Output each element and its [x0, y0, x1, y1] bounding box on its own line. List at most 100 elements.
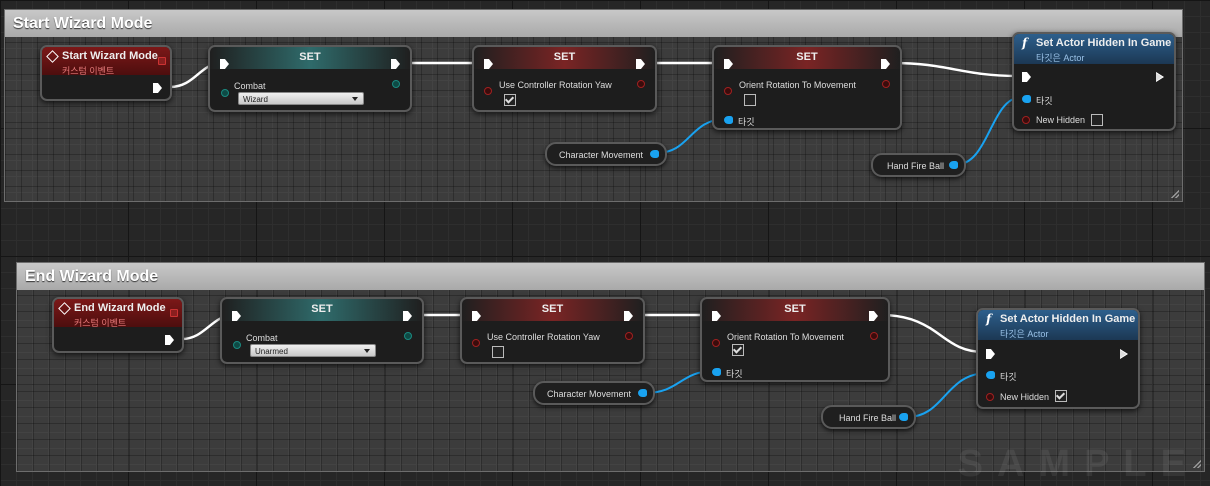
bool-in-pin[interactable] — [484, 87, 492, 95]
node-header — [210, 47, 410, 69]
set-node-orient-rotation[interactable]: SET Orient Rotation To Movement 타깃 — [712, 45, 902, 130]
new-hidden-checkbox[interactable] — [1055, 390, 1067, 402]
exec-out-pin[interactable] — [1156, 72, 1164, 82]
use-controller-rotation-yaw-checkbox[interactable] — [504, 94, 516, 106]
bool-in-pin[interactable] — [712, 339, 720, 347]
watermark: SAMPLE — [957, 443, 1200, 485]
var-node-hand-fire-ball[interactable]: Hand Fire Ball — [821, 405, 916, 429]
target-label: 타깃 — [1036, 96, 1053, 106]
set-node-combat[interactable]: SET Combat Wizard — [208, 45, 412, 112]
set-node-combat[interactable]: SET Combat Unarmed — [220, 297, 424, 364]
exec-out-pin[interactable] — [391, 59, 400, 69]
resize-grip-icon[interactable] — [1193, 460, 1201, 468]
new-hidden-pin[interactable] — [986, 393, 994, 401]
combat-in-pin[interactable] — [233, 341, 241, 349]
exec-out-pin[interactable] — [869, 311, 878, 321]
var-label: Character Movement — [559, 150, 644, 160]
var-out-pin[interactable] — [650, 150, 659, 158]
node-subtitle: 타깃은 Actor — [1036, 53, 1085, 63]
target-pin[interactable] — [724, 116, 733, 124]
exec-out-pin[interactable] — [153, 83, 162, 93]
bool-in-pin[interactable] — [724, 87, 732, 95]
bool-out-pin[interactable] — [882, 80, 890, 88]
exec-in-pin[interactable] — [712, 311, 721, 321]
exec-out-pin[interactable] — [881, 59, 890, 69]
bool-out-pin[interactable] — [637, 80, 645, 88]
target-label: 타깃 — [738, 117, 755, 127]
exec-in-pin[interactable] — [472, 311, 481, 321]
var-label: Character Movement — [547, 389, 632, 399]
event-node-end-wizard[interactable]: End Wizard Mode 커스텀 이벤트 — [52, 297, 184, 353]
resize-grip-icon[interactable] — [1171, 190, 1179, 198]
target-pin[interactable] — [986, 371, 995, 379]
combat-out-pin[interactable] — [392, 80, 400, 88]
node-header — [1014, 34, 1174, 64]
exec-in-pin[interactable] — [986, 349, 995, 359]
exec-out-pin[interactable] — [636, 59, 645, 69]
target-pin[interactable] — [712, 368, 721, 376]
chevron-down-icon — [352, 97, 358, 101]
node-header — [702, 299, 888, 321]
bool-in-pin[interactable] — [472, 339, 480, 347]
target-label: 타깃 — [726, 369, 743, 379]
combat-out-pin[interactable] — [404, 332, 412, 340]
func-node-set-actor-hidden[interactable]: f Set Actor Hidden In Game 타깃은 Actor 타깃 … — [976, 308, 1140, 409]
var-node-character-movement[interactable]: Character Movement — [533, 381, 655, 405]
pin-label: Use Controller Rotation Yaw — [499, 80, 612, 90]
use-controller-rotation-yaw-checkbox[interactable] — [492, 346, 504, 358]
exec-in-pin[interactable] — [484, 59, 493, 69]
node-title: SET — [311, 303, 333, 315]
set-node-orient-rotation[interactable]: SET Orient Rotation To Movement 타깃 — [700, 297, 890, 382]
exec-in-pin[interactable] — [220, 59, 229, 69]
node-title: SET — [541, 303, 564, 315]
delegate-pin[interactable] — [158, 57, 166, 65]
delegate-pin[interactable] — [170, 309, 178, 317]
var-label: Hand Fire Ball — [839, 413, 897, 423]
dropdown-value: Unarmed — [255, 347, 288, 356]
chevron-down-icon — [364, 349, 370, 353]
var-label: Hand Fire Ball — [887, 161, 945, 171]
node-title: SET — [553, 51, 576, 63]
exec-out-pin[interactable] — [403, 311, 412, 321]
combat-dropdown[interactable]: Unarmed — [250, 344, 376, 357]
new-hidden-pin[interactable] — [1022, 116, 1030, 124]
var-out-pin[interactable] — [899, 413, 908, 421]
var-out-pin[interactable] — [638, 389, 647, 397]
orient-rotation-checkbox[interactable] — [744, 94, 756, 106]
new-hidden-label: New Hidden — [1036, 115, 1086, 125]
combat-in-pin[interactable] — [221, 89, 229, 97]
node-title: Set Actor Hidden In Game — [1000, 313, 1136, 325]
dropdown-value: Wizard — [243, 95, 268, 104]
bool-out-pin[interactable] — [625, 332, 633, 340]
event-node-start-wizard[interactable]: Start Wizard Mode 커스텀 이벤트 — [40, 45, 172, 101]
exec-out-pin[interactable] — [624, 311, 633, 321]
bool-out-pin[interactable] — [870, 332, 878, 340]
comment-title[interactable]: End Wizard Mode — [17, 263, 1204, 290]
target-pin[interactable] — [1022, 95, 1031, 103]
node-title: Set Actor Hidden In Game — [1036, 37, 1172, 49]
func-node-set-actor-hidden[interactable]: f Set Actor Hidden In Game 타깃은 Actor 타깃 … — [1012, 32, 1176, 131]
combat-dropdown[interactable]: Wizard — [238, 92, 364, 105]
exec-out-pin[interactable] — [1120, 349, 1128, 359]
node-header — [222, 299, 422, 321]
node-header — [462, 299, 643, 321]
orient-rotation-checkbox[interactable] — [732, 344, 744, 356]
var-out-pin[interactable] — [949, 161, 958, 169]
var-node-character-movement[interactable]: Character Movement — [545, 142, 667, 166]
node-title: SET — [796, 51, 818, 63]
comment-title[interactable]: Start Wizard Mode — [5, 10, 1182, 37]
node-title: End Wizard Mode — [74, 302, 166, 314]
new-hidden-checkbox[interactable] — [1091, 114, 1103, 126]
exec-in-pin[interactable] — [1022, 72, 1031, 82]
node-subtitle: 커스텀 이벤트 — [74, 318, 127, 328]
node-header — [714, 47, 900, 69]
set-node-controller-rotation-yaw[interactable]: SET Use Controller Rotation Yaw — [472, 45, 657, 112]
pin-label: Use Controller Rotation Yaw — [487, 332, 600, 342]
node-title: SET — [299, 51, 321, 63]
exec-in-pin[interactable] — [724, 59, 733, 69]
set-node-controller-rotation-yaw[interactable]: SET Use Controller Rotation Yaw — [460, 297, 645, 364]
exec-in-pin[interactable] — [232, 311, 241, 321]
node-header — [978, 310, 1138, 340]
exec-out-pin[interactable] — [165, 335, 174, 345]
var-node-hand-fire-ball[interactable]: Hand Fire Ball — [871, 153, 966, 177]
